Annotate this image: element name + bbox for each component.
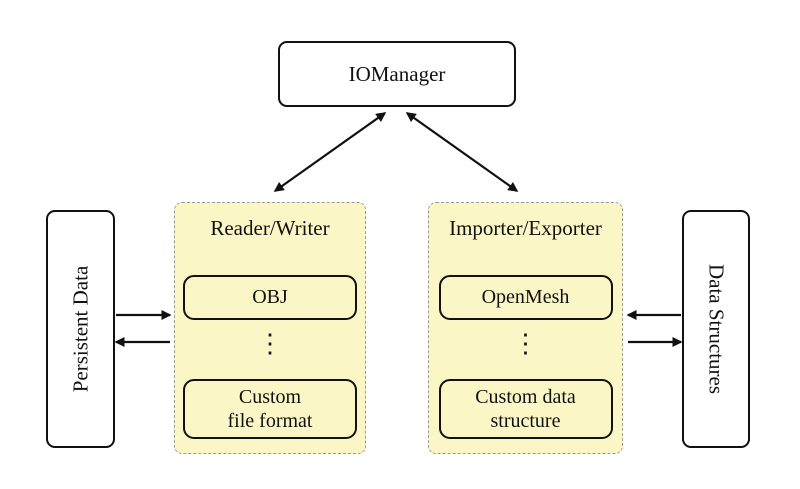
arrow-iomanager-importer-exporter: [405, 112, 519, 192]
reader-writer-group: Reader/Writer OBJ ⋮ Custom file format: [174, 202, 366, 454]
data-structures-label: Data Structures: [704, 263, 729, 395]
obj-box: OBJ: [183, 275, 357, 320]
custom-data-structure-line2: structure: [490, 410, 561, 432]
vertical-ellipsis: ⋮: [512, 329, 539, 358]
custom-data-structure-line1: Custom data: [475, 385, 576, 408]
data-structures-box: Data Structures: [682, 210, 750, 448]
openmesh-label: OpenMesh: [481, 286, 570, 309]
iomanager-box: IOManager: [278, 41, 516, 107]
reader-writer-group-title: Reader/Writer: [210, 216, 330, 240]
custom-data-structure-box: Custom data structure: [438, 379, 613, 439]
importer-exporter-group: Importer/Exporter OpenMesh ⋮ Custom data…: [428, 202, 623, 454]
persistent-data-box: Persistent Data: [46, 210, 115, 448]
custom-file-format-line2: file format: [227, 410, 313, 432]
iomanager-label: IOManager: [348, 61, 446, 86]
custom-file-format-box: Custom file format: [183, 379, 357, 439]
arrow-iomanager-reader-writer: [273, 112, 387, 192]
vertical-ellipsis: ⋮: [257, 329, 283, 358]
custom-file-format-line1: Custom: [238, 385, 302, 408]
persistent-data-label: Persistent Data: [68, 265, 92, 393]
obj-label: OBJ: [252, 286, 288, 309]
openmesh-box: OpenMesh: [438, 275, 613, 320]
importer-exporter-group-title: Importer/Exporter: [449, 216, 602, 240]
